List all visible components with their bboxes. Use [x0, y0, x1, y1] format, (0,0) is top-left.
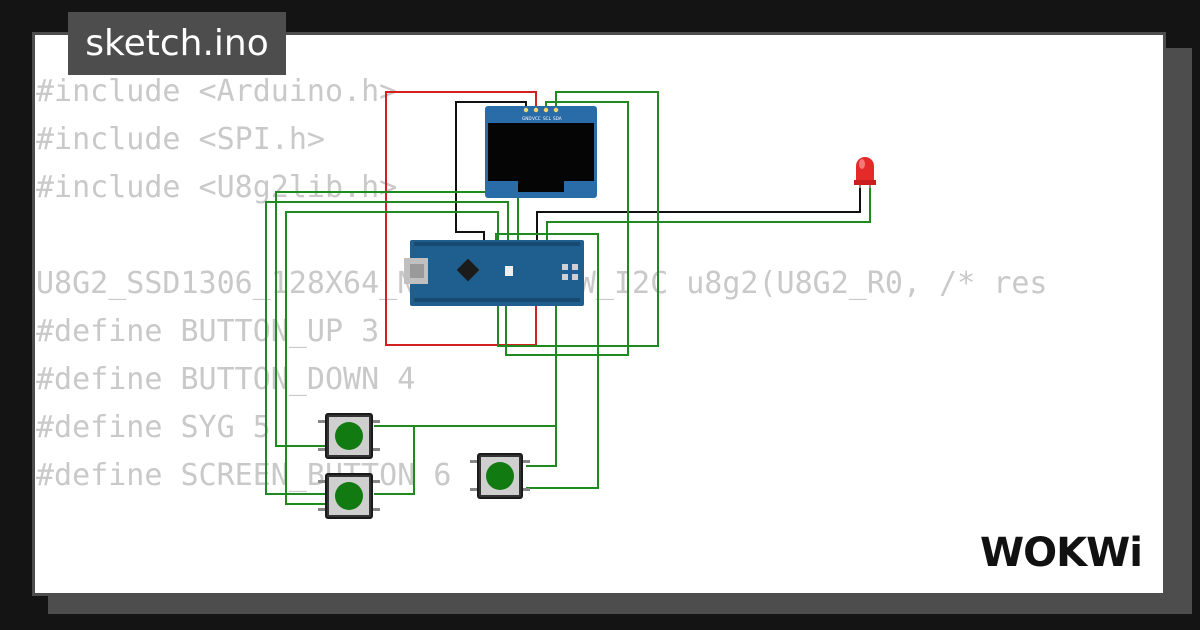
header-pins-bottom [414, 298, 580, 302]
code-line: #include <SPI.h> [36, 122, 325, 157]
code-line: #define SCREEN_BUTTON 6 [36, 458, 452, 493]
wokwi-logo: WOKWi [980, 530, 1143, 576]
wire-green-sda[interactable] [497, 91, 659, 347]
wire-green-right-4[interactable] [495, 233, 599, 489]
code-line: #define BUTTON_DOWN 4 [36, 362, 416, 397]
wire-green-right-1[interactable] [374, 300, 557, 427]
red-led[interactable] [854, 157, 876, 188]
file-tab[interactable]: sketch.ino [68, 12, 286, 75]
wires [265, 91, 871, 505]
wire-black-led[interactable] [536, 186, 861, 242]
push-button-screen[interactable] [470, 453, 530, 499]
header-pins-top [414, 242, 580, 246]
code-line: #include <Arduino.h> [36, 74, 398, 109]
oled-pin-scl: SCL [543, 116, 552, 121]
wire-black-gnd[interactable] [455, 101, 527, 242]
code-preview: #include <Arduino.h> #include <SPI.h> #inc… [36, 68, 1130, 538]
wire-green-led[interactable] [546, 186, 871, 242]
code-line: #include <U8g2lib.h> [36, 170, 398, 205]
wokwi-logo-text: WOKWi [980, 530, 1142, 576]
wire-green-syg[interactable] [285, 211, 499, 505]
code-line: #define BUTTON_UP 3 [36, 314, 380, 349]
reset-button[interactable] [505, 266, 513, 276]
oled-pin-sda: SDA [553, 116, 562, 121]
oled-pin-gnd: GND [522, 116, 532, 121]
wire-green-right-3[interactable] [526, 426, 557, 467]
push-button-up[interactable] [318, 413, 380, 459]
wire-green-button-up[interactable] [275, 191, 519, 447]
oled-pin-vcc: VCC [532, 116, 541, 121]
push-button-down[interactable] [318, 473, 380, 519]
oled-display[interactable]: GND VCC SCL SDA [485, 106, 597, 198]
microcontroller-chip [456, 258, 480, 282]
wire-green-right-2[interactable] [374, 425, 415, 495]
wire-red-vcc[interactable] [385, 91, 537, 346]
arduino-nano-board[interactable] [404, 240, 584, 306]
